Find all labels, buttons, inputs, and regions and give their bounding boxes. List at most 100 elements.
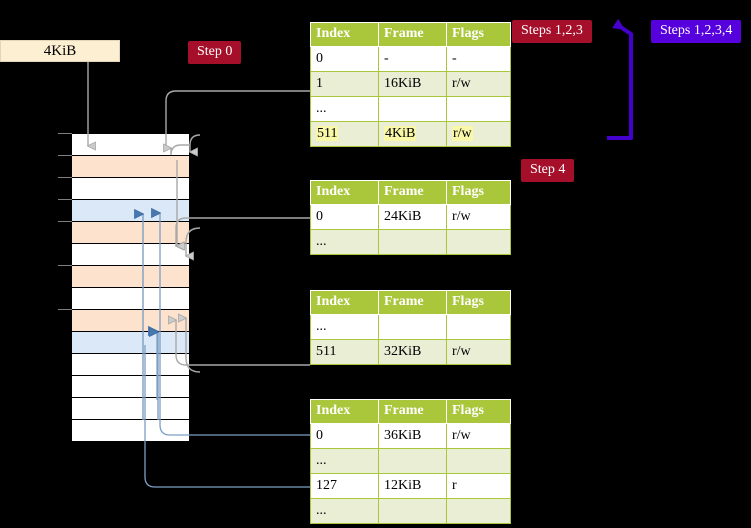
table-row: ... — [310, 448, 511, 474]
table-cell: 0 — [310, 46, 379, 72]
memory-frame-row — [71, 397, 190, 420]
memory-boundary-tick — [58, 199, 72, 200]
column-header-frame: Frame — [378, 399, 447, 424]
wire-pdpt-to-memory — [176, 217, 310, 246]
column-header-index: Index — [310, 399, 379, 424]
memory-boundary-tick — [58, 133, 72, 134]
table-cell — [446, 314, 511, 340]
size-box-label: 4KiB — [43, 42, 77, 59]
table-cell: 0 — [310, 204, 379, 230]
table-cell — [378, 314, 447, 340]
table-cell: 1 — [310, 71, 379, 97]
table-cell — [446, 498, 511, 524]
table-cell: 24KiB — [378, 204, 447, 230]
table-cell: ... — [310, 96, 379, 122]
table-cell: r — [446, 473, 511, 499]
table-row: ... — [310, 96, 511, 122]
table-cell: - — [378, 46, 447, 72]
table-cell — [446, 96, 511, 122]
table-cell: 511 — [310, 339, 379, 365]
column-header-flags: Flags — [446, 290, 511, 315]
badge-step-0: Step 0 — [188, 41, 242, 64]
column-header-index: Index — [310, 22, 379, 47]
column-header-flags: Flags — [446, 399, 511, 424]
column-header-flags: Flags — [446, 22, 511, 47]
table-cell — [446, 229, 511, 255]
badge-label: Step 4 — [530, 162, 566, 177]
table-row: 0-- — [310, 46, 511, 72]
table-cell: ... — [310, 229, 379, 255]
table-cell — [378, 229, 447, 255]
column-header-flags: Flags — [446, 180, 511, 205]
badge-label: Step 0 — [197, 44, 233, 59]
table-cell — [378, 448, 447, 474]
memory-frame-row — [71, 287, 190, 310]
memory-frame-row — [71, 375, 190, 398]
memory-boundary-tick — [58, 309, 72, 310]
column-header-frame: Frame — [378, 22, 447, 47]
table-cell: 511 — [310, 121, 379, 147]
table-cell: - — [446, 46, 511, 72]
table-cell: 0 — [310, 423, 379, 449]
wire-steps-bracket-arrow — [607, 18, 633, 140]
column-header-index: Index — [310, 180, 379, 205]
table-row: 511 4KiB r/w — [310, 121, 511, 147]
memory-frame-row — [71, 199, 190, 222]
table-cell: r/w — [446, 204, 511, 230]
memory-boundary-tick — [58, 155, 72, 156]
badge-label: Steps 1,2,3 — [521, 23, 583, 38]
table-cell: 12KiB — [378, 473, 447, 499]
memory-frame-row — [71, 221, 190, 244]
memory-frame-row — [71, 133, 190, 156]
badge-step-4: Step 4 — [521, 159, 575, 182]
table-cell: r/w — [446, 71, 511, 97]
memory-frame-row — [71, 177, 190, 200]
table-cell: 32KiB — [378, 339, 447, 365]
table-cell: ... — [310, 314, 379, 340]
table-cell: r/w — [446, 423, 511, 449]
badge-steps-1-2-3: Steps 1,2,3 — [512, 20, 592, 43]
table-cell — [378, 96, 447, 122]
table-row: ... — [310, 498, 511, 524]
physical-memory-column — [71, 133, 190, 442]
badge-steps-1-2-3-4: Steps 1,2,3,4 — [651, 20, 742, 43]
table-row: ... — [310, 229, 511, 255]
memory-frame-row — [71, 243, 190, 266]
table-cell: r/w — [446, 339, 511, 365]
table-cell: 16KiB — [378, 71, 447, 97]
table-cell: 4KiB — [378, 121, 447, 147]
memory-boundary-tick — [58, 221, 72, 222]
table-cell: ... — [310, 448, 379, 474]
memory-frame-row — [71, 309, 190, 332]
table-cell — [446, 448, 511, 474]
memory-frame-row — [71, 155, 190, 178]
wire-pd-to-memory — [176, 320, 310, 366]
table-cell: ... — [310, 498, 379, 524]
memory-frame-row — [71, 265, 190, 288]
highlighted-value: r/w — [452, 125, 473, 141]
column-header-index: Index — [310, 290, 379, 315]
table-cell: 36KiB — [378, 423, 447, 449]
memory-frame-row — [71, 353, 190, 376]
column-header-frame: Frame — [378, 290, 447, 315]
memory-boundary-tick — [58, 265, 72, 266]
memory-boundary-tick — [58, 177, 72, 178]
highlighted-value: 4KiB — [384, 125, 417, 141]
table-cell: 127 — [310, 473, 379, 499]
table-row: ... — [310, 314, 511, 340]
highlighted-value: 511 — [316, 125, 339, 141]
